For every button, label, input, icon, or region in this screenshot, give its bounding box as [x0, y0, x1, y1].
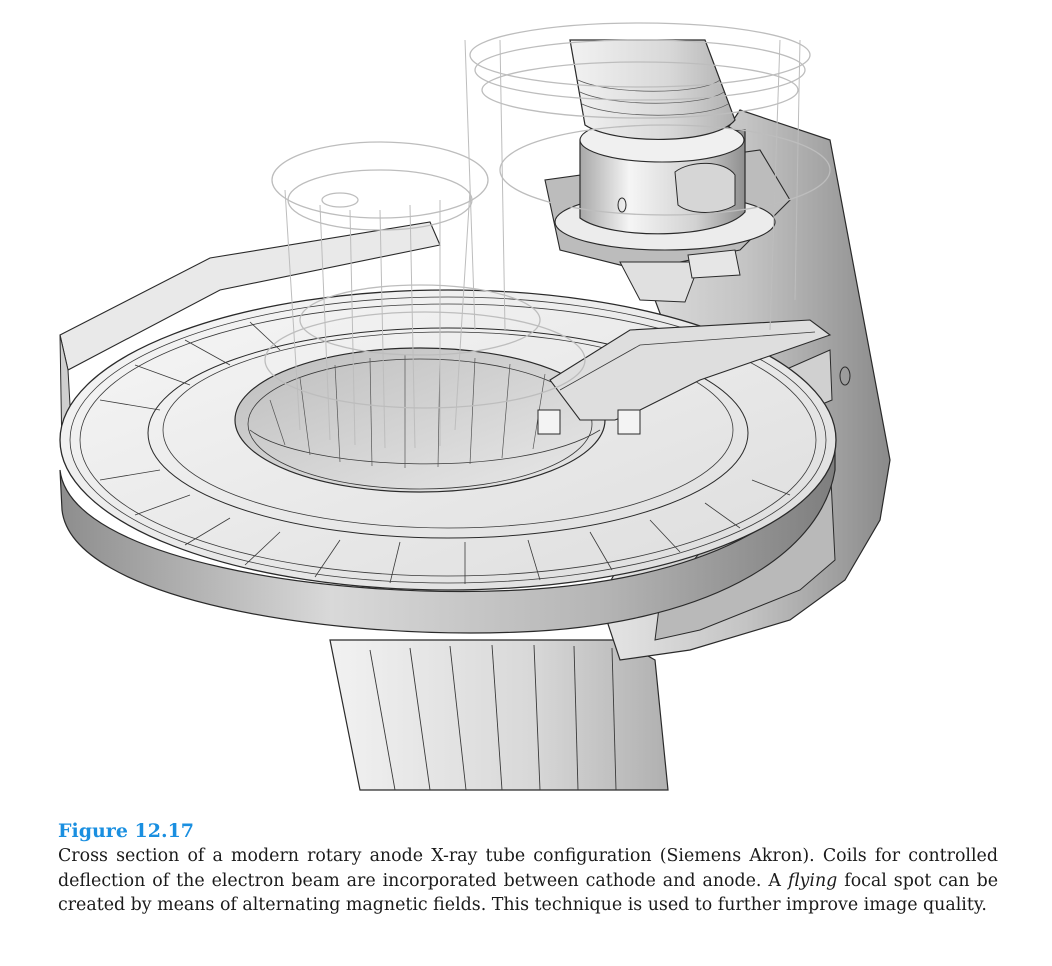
- figure-label: Figure 12.17: [58, 820, 195, 842]
- caption-text-part-2: focal spot can be created by means of al…: [58, 870, 998, 916]
- cathode-arm: [537, 319, 832, 435]
- x-ray-tube-illustration: [59, 22, 891, 791]
- cathode-assembly: [544, 117, 791, 303]
- anode-disc: [59, 289, 837, 634]
- caption-text-part-1: Cross section of a modern rotary anode X…: [58, 846, 998, 891]
- caption-emphasis: flying: [787, 870, 838, 891]
- figure-caption: Figure 12.17 Cross section of a modern r…: [58, 818, 998, 918]
- deflection-coils: [264, 22, 831, 449]
- caption-text: Cross section of a modern rotary anode X…: [58, 844, 998, 918]
- tube-neck: [329, 639, 669, 791]
